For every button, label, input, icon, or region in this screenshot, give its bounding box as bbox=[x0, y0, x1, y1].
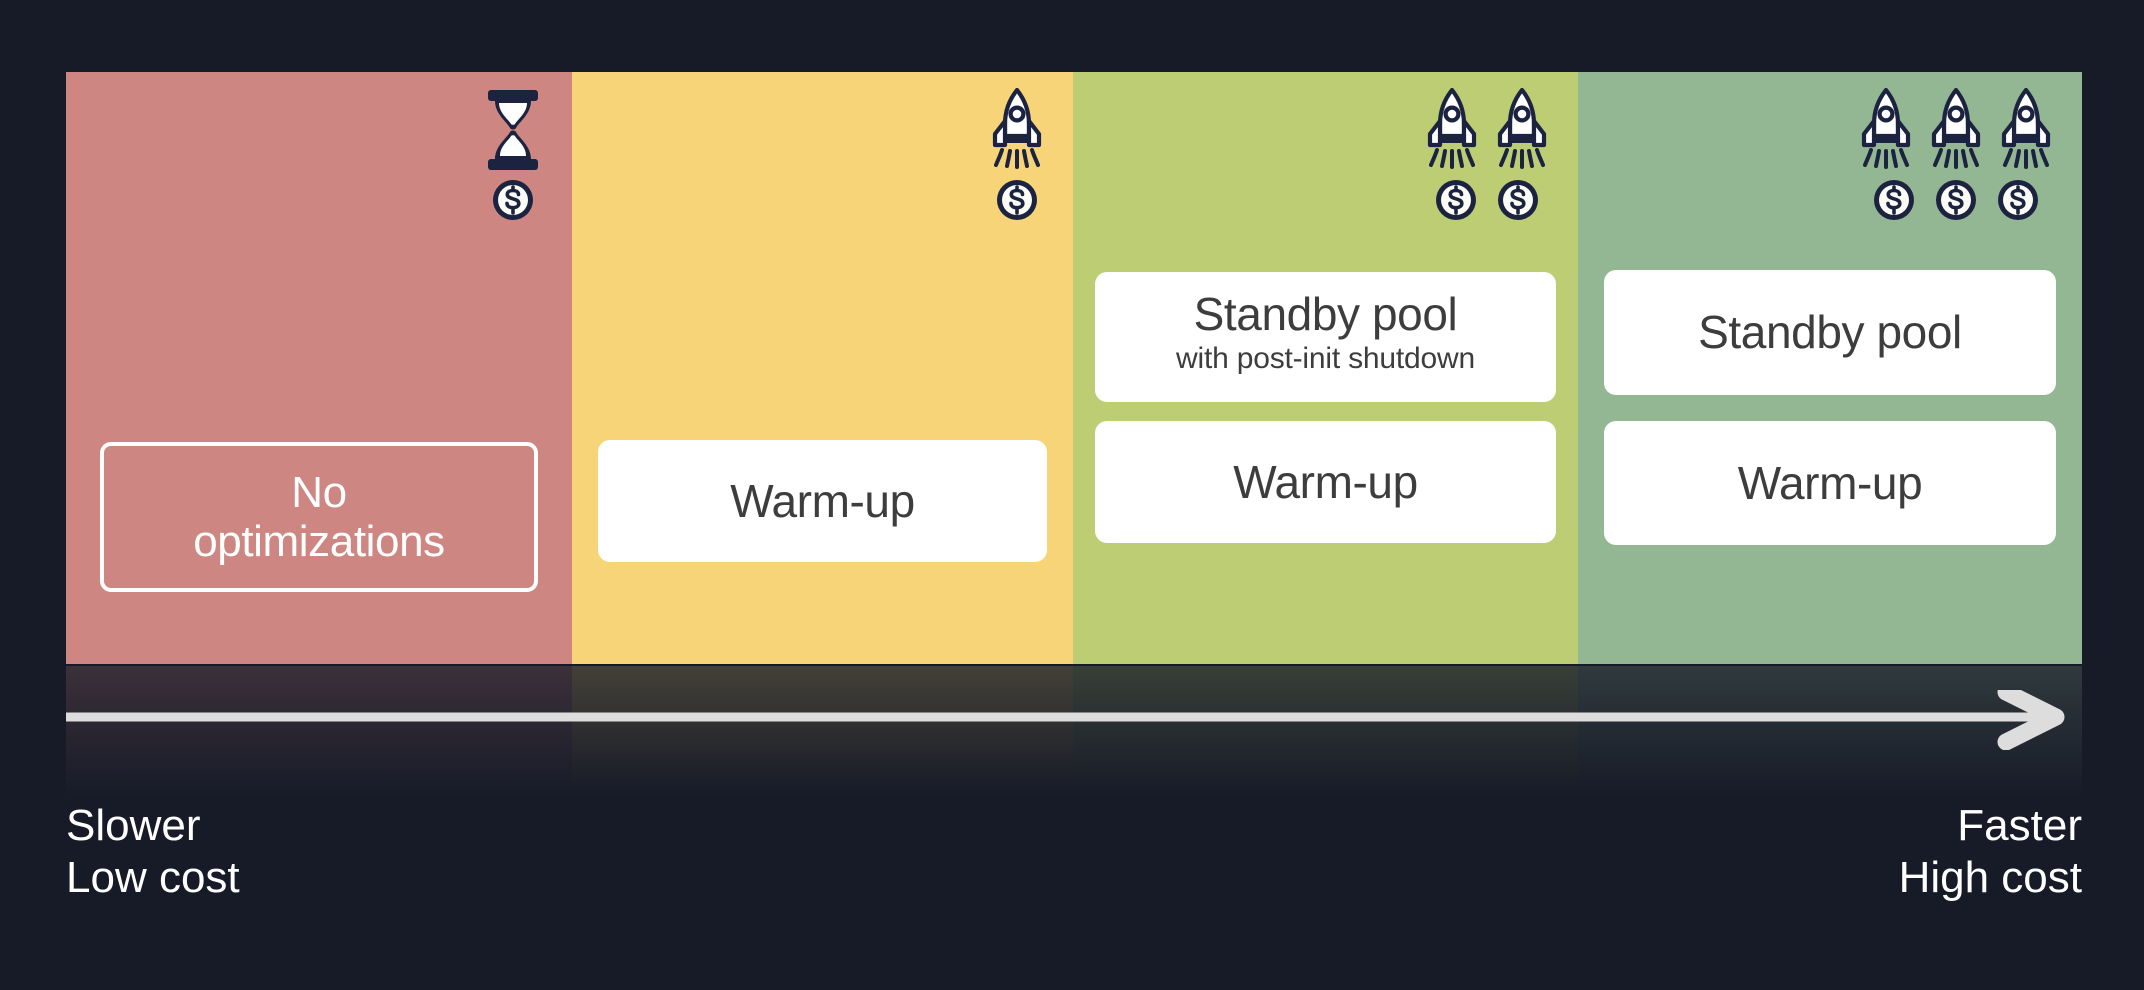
spectrum-column-standby-pool: Standby pool Warm-up bbox=[1578, 72, 2082, 664]
card-title: Standby pool bbox=[1193, 287, 1458, 340]
option-card-no-optimizations[interactable]: No optimizations bbox=[100, 442, 538, 592]
rocket-icon bbox=[2001, 88, 2051, 169]
card-title: No optimizations bbox=[193, 467, 445, 566]
cost-icon-row bbox=[491, 178, 535, 222]
icon-cluster bbox=[484, 84, 542, 222]
option-card-standby-pool[interactable]: Standby pool bbox=[1604, 270, 2056, 395]
icon-cluster bbox=[991, 84, 1043, 222]
speed-icon-row bbox=[1426, 84, 1548, 172]
axis-label-line1: Faster bbox=[1957, 801, 2082, 850]
axis-label-slower-low-cost: Slower Low cost bbox=[66, 800, 240, 904]
column-fade-standby-pool bbox=[1578, 666, 2082, 796]
spectrum-column-warm-up: Warm-up bbox=[572, 72, 1073, 664]
option-card-standby-pool[interactable]: Standby pool with post-init shutdown bbox=[1095, 272, 1556, 402]
spectrum-band: No optimizations bbox=[66, 72, 2082, 664]
column-fade-no-optimizations bbox=[66, 666, 572, 796]
hourglass-icon bbox=[488, 90, 538, 170]
icon-cluster bbox=[1426, 84, 1548, 222]
icon-cluster bbox=[1860, 84, 2052, 222]
cost-icon-row bbox=[995, 178, 1039, 222]
card-subtitle: with post-init shutdown bbox=[1176, 341, 1475, 375]
axis-arrow bbox=[0, 690, 2144, 750]
dollar-coin-icon bbox=[1936, 180, 1976, 220]
card-stack: Standby pool with post-init shutdown War… bbox=[1095, 272, 1556, 543]
axis-label-line1: Slower bbox=[66, 801, 201, 850]
spectrum-column-no-optimizations: No optimizations bbox=[66, 72, 572, 664]
card-title: Warm-up bbox=[730, 474, 915, 527]
card-stack: No optimizations bbox=[100, 442, 538, 592]
card-title: Standby pool bbox=[1698, 306, 1962, 359]
rocket-icon bbox=[1427, 88, 1477, 169]
option-card-warm-up[interactable]: Warm-up bbox=[1095, 421, 1556, 543]
axis-label-line2: High cost bbox=[1898, 852, 2082, 902]
dollar-coin-icon bbox=[493, 180, 533, 220]
spectrum-column-standby-pool-post-init-shutdown: Standby pool with post-init shutdown War… bbox=[1073, 72, 1578, 664]
cost-icon-row bbox=[1434, 178, 1540, 222]
axis-label-faster-high-cost: Faster High cost bbox=[1899, 800, 2082, 904]
cost-icon-row bbox=[1872, 178, 2040, 222]
dollar-coin-icon bbox=[997, 180, 1037, 220]
speed-icon-row bbox=[484, 84, 542, 172]
card-stack: Standby pool Warm-up bbox=[1604, 270, 2056, 545]
column-fade-standby-pool-post-init-shutdown bbox=[1073, 666, 1578, 796]
option-card-warm-up[interactable]: Warm-up bbox=[598, 440, 1047, 562]
dollar-coin-icon bbox=[1436, 180, 1476, 220]
card-title: Warm-up bbox=[1233, 455, 1418, 508]
card-stack: Warm-up bbox=[598, 440, 1047, 562]
rocket-icon bbox=[1861, 88, 1911, 169]
right-arrow-icon bbox=[66, 690, 2065, 750]
dollar-coin-icon bbox=[1998, 180, 2038, 220]
axis-label-line2: Low cost bbox=[66, 852, 240, 902]
rocket-icon bbox=[992, 88, 1042, 169]
rocket-icon bbox=[1931, 88, 1981, 169]
dollar-coin-icon bbox=[1874, 180, 1914, 220]
card-title: Warm-up bbox=[1737, 456, 1923, 509]
speed-icon-row bbox=[991, 84, 1043, 172]
dollar-coin-icon bbox=[1498, 180, 1538, 220]
option-card-warm-up[interactable]: Warm-up bbox=[1604, 421, 2056, 545]
speed-icon-row bbox=[1860, 84, 2052, 172]
rocket-icon bbox=[1497, 88, 1547, 169]
column-fade-warm-up bbox=[572, 666, 1073, 796]
